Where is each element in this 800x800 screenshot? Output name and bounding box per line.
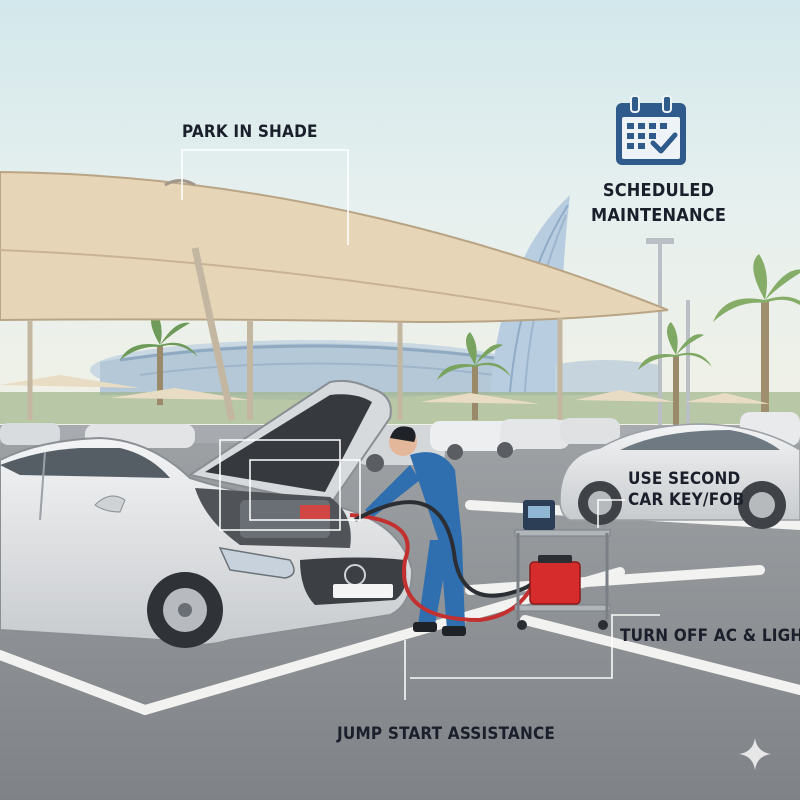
second-key-label: USE SECOND CAR KEY/FOB	[628, 469, 744, 511]
shade-umbrellas	[0, 375, 770, 404]
jump-start-assistance-label: JUMP START ASSISTANCE	[337, 724, 556, 744]
palm-trees	[120, 254, 800, 430]
sparkle-icon	[739, 738, 771, 770]
callout-lines	[181, 149, 660, 700]
turn-off-ac-lights-label: TURN OFF AC & LIGHTS	[620, 626, 800, 646]
mechanic	[365, 426, 466, 636]
jump-starter-cart	[514, 500, 611, 630]
parked-sedan-right	[559, 423, 800, 529]
shade-canopy	[0, 170, 669, 421]
scheduled-maintenance-line2: MAINTENANCE	[591, 205, 727, 226]
scheduled-maintenance-label: SCHEDULED MAINTENANCE	[591, 178, 726, 228]
main-car-open-hood	[0, 379, 414, 648]
park-in-shade-label: PARK IN SHADE	[182, 122, 318, 142]
second-key-line1: USE SECOND	[628, 469, 741, 489]
scheduled-maintenance-line1: SCHEDULED	[602, 180, 715, 201]
calendar-check-icon	[616, 95, 686, 165]
light-poles	[658, 240, 690, 430]
stadium-building	[90, 340, 530, 400]
second-key-line2: CAR KEY/FOB	[628, 490, 745, 510]
